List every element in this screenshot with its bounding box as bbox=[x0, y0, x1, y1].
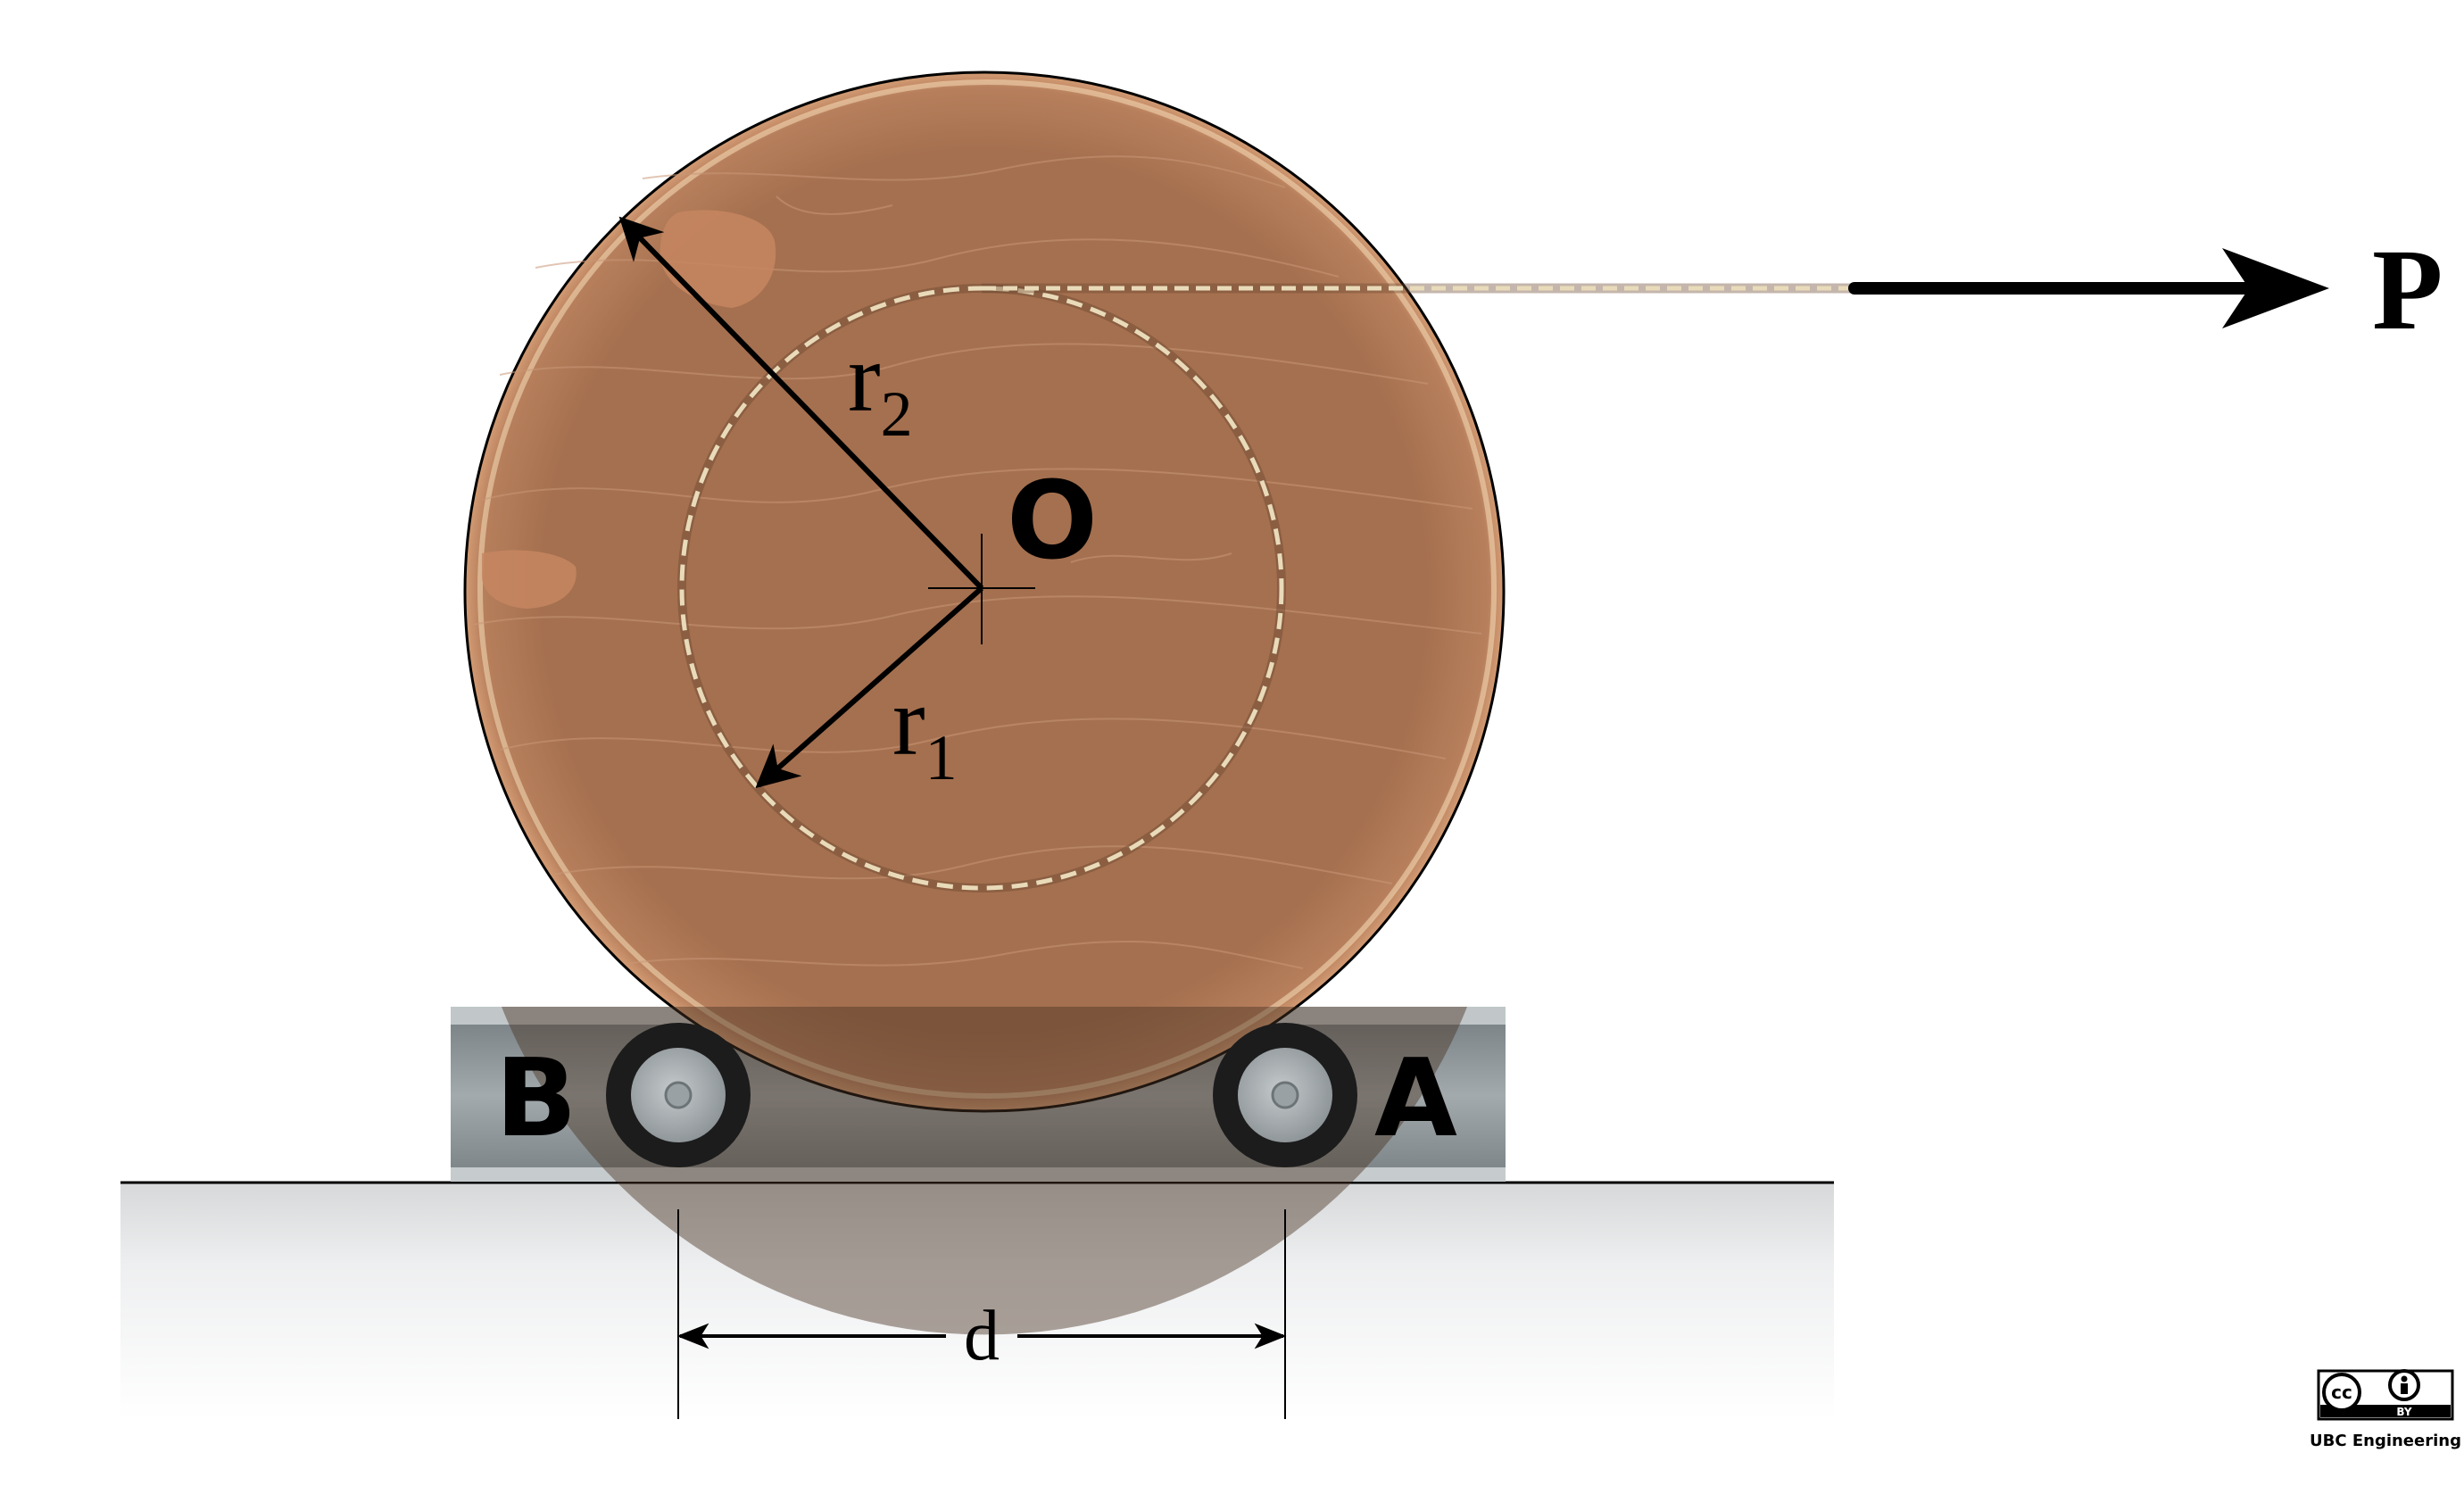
attribution-icon-head bbox=[2401, 1375, 2408, 1382]
roller-a-label: A bbox=[1374, 1037, 1457, 1161]
force-arrow-head bbox=[2222, 248, 2329, 328]
license-badge: cc BY bbox=[2317, 1369, 2454, 1421]
roller-a-axle bbox=[1271, 1081, 1299, 1109]
inner-radius-arrow bbox=[755, 585, 983, 789]
ground-fill bbox=[120, 1183, 1834, 1419]
dimension-d bbox=[676, 1209, 1287, 1419]
wood-knot-upper bbox=[660, 210, 776, 308]
roller-b-axle bbox=[664, 1081, 693, 1109]
ground bbox=[120, 1181, 1834, 1419]
roller-b bbox=[606, 1023, 751, 1167]
outer-radius-label: r2 bbox=[848, 323, 913, 450]
force-arrow-p bbox=[1848, 248, 2329, 328]
spool-outer-disc bbox=[463, 71, 1506, 1113]
cart-bottom-strip bbox=[451, 1167, 1506, 1182]
spool-rim-highlight bbox=[477, 79, 1497, 1099]
wood-knot-left bbox=[482, 550, 577, 609]
license-credit: UBC Engineering bbox=[2310, 1432, 2461, 1450]
inner-radius-label: r1 bbox=[892, 667, 958, 793]
spool bbox=[463, 71, 1506, 1335]
dimension-label: d bbox=[964, 1297, 1000, 1375]
roller-a bbox=[1213, 1023, 1357, 1167]
cc-icon-text: cc bbox=[2331, 1382, 2352, 1403]
license-by-text: BY bbox=[2396, 1406, 2411, 1418]
center-label: O bbox=[1007, 460, 1098, 584]
outer-radius-arrow bbox=[618, 216, 984, 591]
attribution-icon-body bbox=[2401, 1383, 2408, 1394]
cc-icon bbox=[2322, 1373, 2361, 1412]
wood-grain bbox=[472, 155, 1482, 969]
force-label: P bbox=[2372, 226, 2443, 354]
roller-b-label: B bbox=[495, 1037, 577, 1161]
